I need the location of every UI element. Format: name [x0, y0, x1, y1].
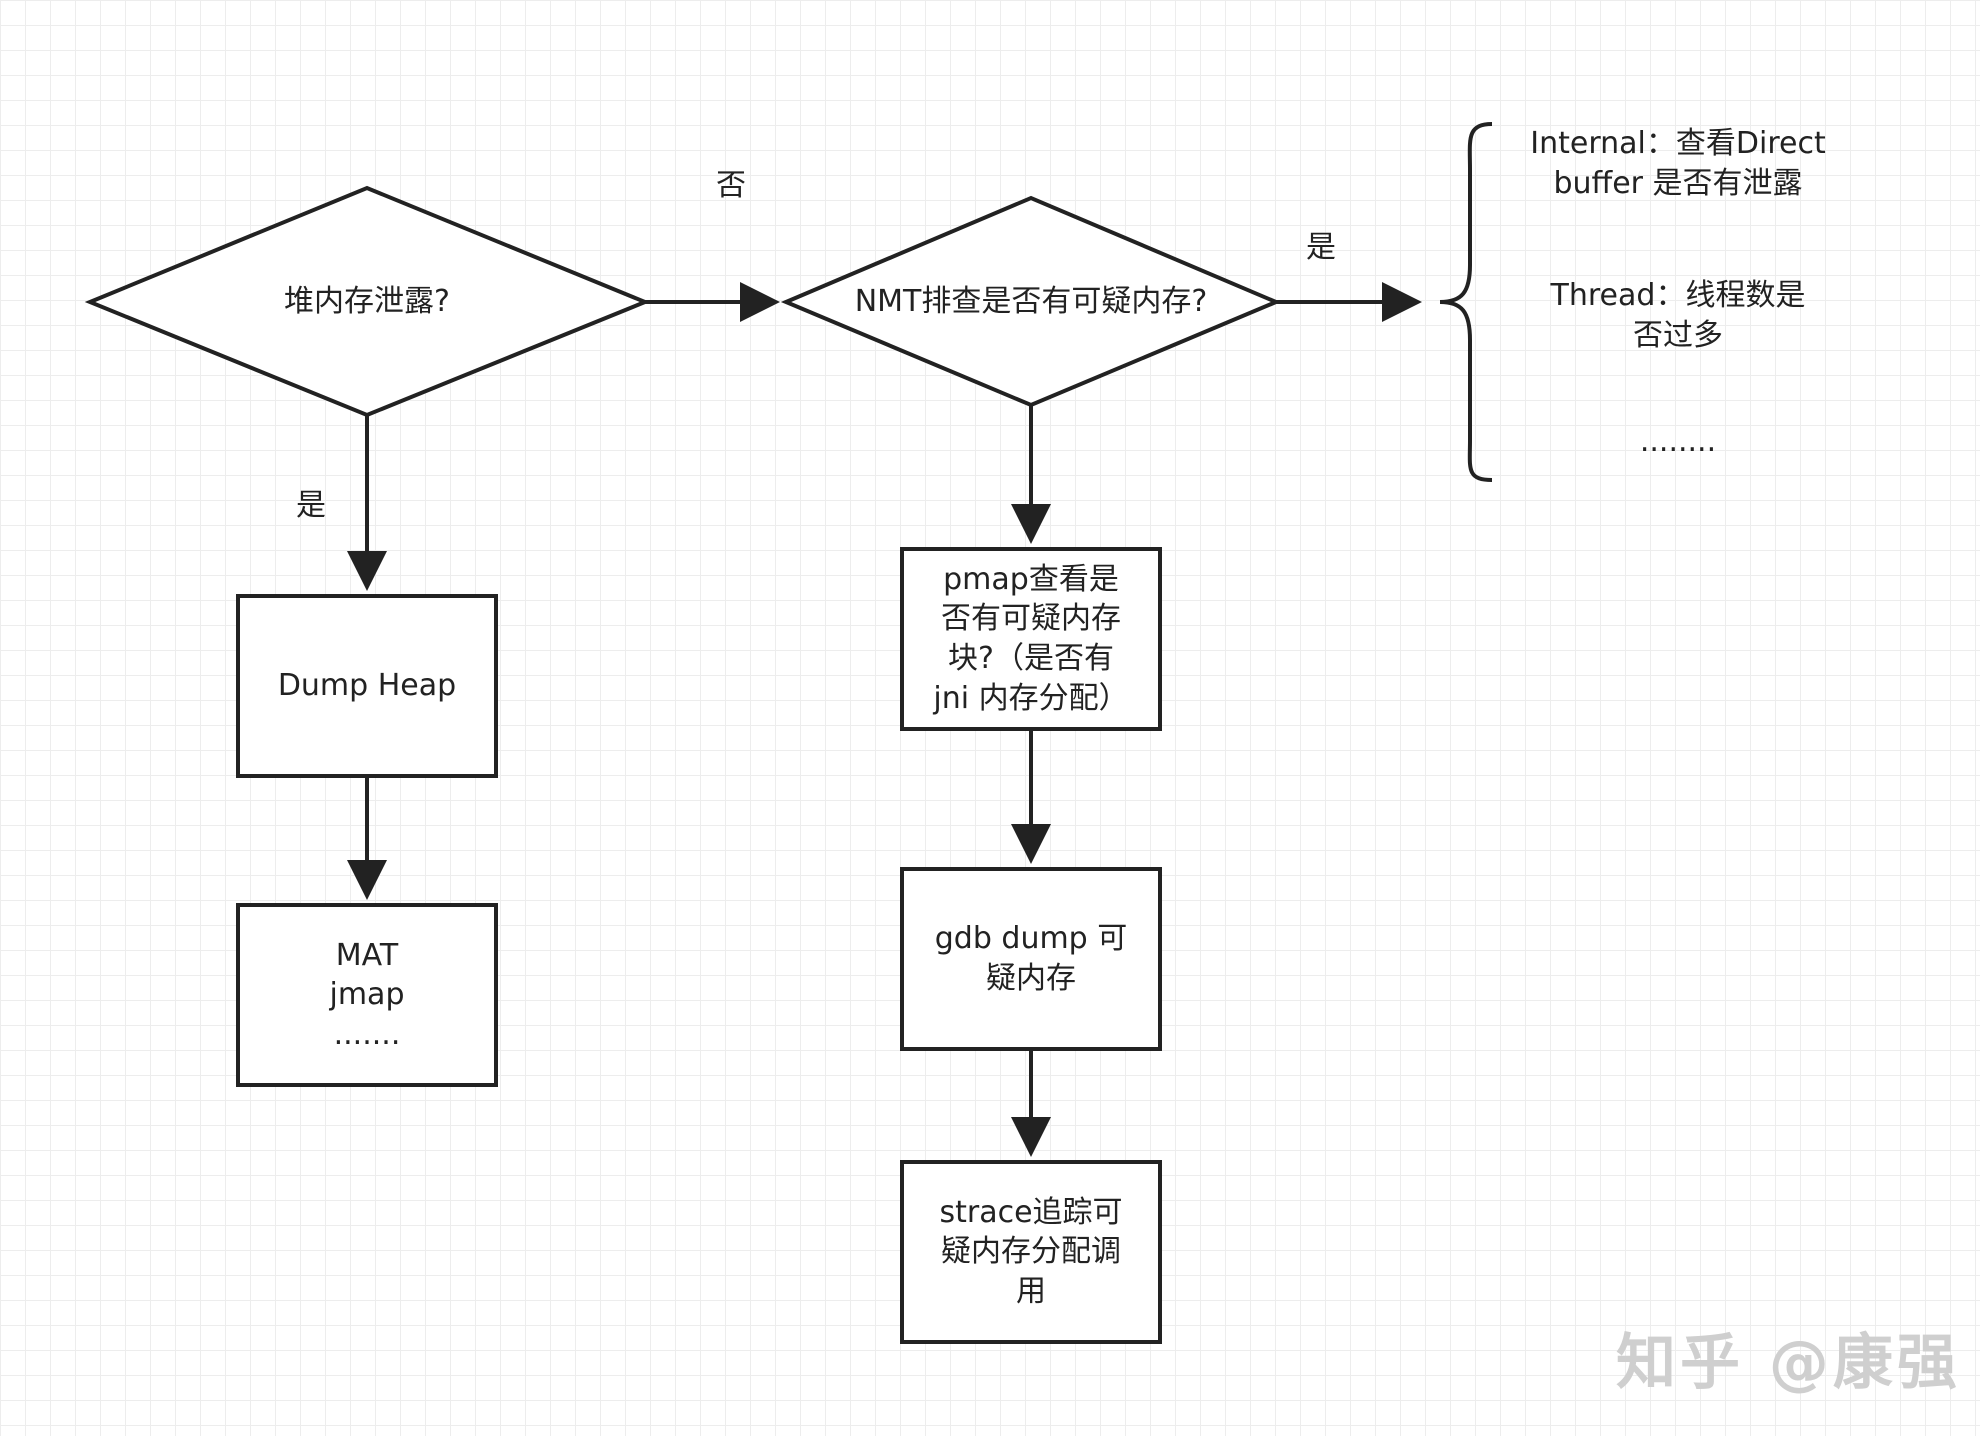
- edge-label-yes-right: 是: [1306, 230, 1336, 265]
- watermark: 知乎 @康强: [1616, 1328, 1961, 1398]
- strace-trace-label: strace追踪可 疑内存分配调 用: [939, 1194, 1123, 1309]
- gdb-dump-box: [900, 867, 1162, 1051]
- curly-brace: [1439, 122, 1493, 482]
- pmap-check-label: pmap查看是 否有可疑内存 块?（是否有 jni 内存分配）: [933, 561, 1129, 716]
- nmt-check-label: NMT排查是否有可疑内存?: [854, 284, 1208, 320]
- note-more: ........: [1639, 424, 1717, 459]
- strace-trace-box: [900, 1160, 1162, 1344]
- edge-label-no: 否: [716, 168, 746, 203]
- gdb-dump-label: gdb dump 可 疑内存: [934, 921, 1128, 996]
- mat-jmap-box: [236, 903, 498, 1087]
- pmap-check-box: [900, 547, 1162, 731]
- edge-label-yes-down: 是: [296, 488, 326, 523]
- heap-leak-label: 堆内存泄露?: [284, 284, 450, 320]
- mat-jmap-label: MAT jmap .......: [329, 937, 405, 1052]
- note-internal: Internal：查看Direct buffer 是否有泄露: [1530, 126, 1826, 201]
- dump-heap-label: Dump Heap: [277, 668, 457, 704]
- dump-heap-box: [236, 594, 498, 778]
- note-thread: Thread：线程数是 否过多: [1550, 278, 1806, 353]
